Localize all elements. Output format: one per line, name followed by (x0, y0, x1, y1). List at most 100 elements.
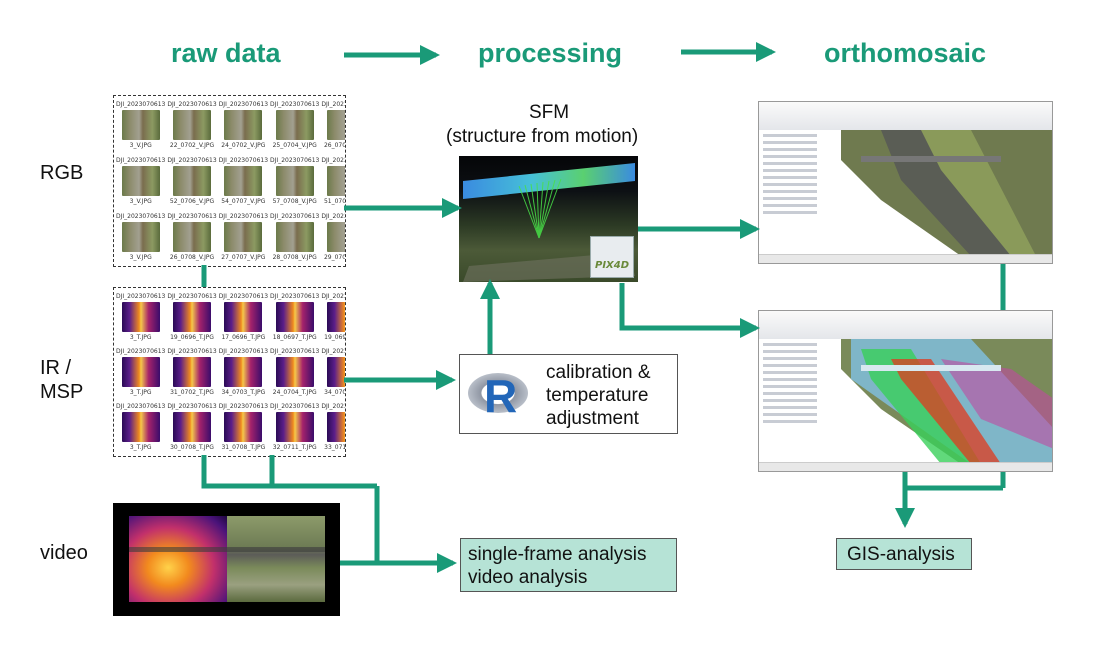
label-rgb: RGB (40, 162, 84, 184)
rgb-thumbnail-filename: 52_0706_V.JPG (169, 198, 215, 205)
ir-thumbnail-filename: 18_0697_T.JPG (272, 333, 317, 341)
ir-thumbnail-filename: 17_0696_T.JPG (221, 333, 266, 341)
calibration-line3: adjustment (546, 408, 639, 429)
rgb-thumbnail-prefix: DJI_2023070613 (116, 213, 166, 220)
ir-thumbnail-image (224, 301, 263, 332)
rgb-thumbnail-filename: 26_0705_V.JPG (323, 142, 346, 149)
rgb-thumbnail-filename: 28_0708_V.JPG (272, 254, 317, 261)
rgb-thumbnail: DJI_2023070613 29_0709_V.JPG (321, 210, 346, 264)
rgb-thumbnail-image (121, 166, 160, 196)
video-thermal-half (129, 516, 227, 602)
rgb-thumbnail-image (173, 222, 212, 252)
ir-thumbnail-prefix: DJI_2023070613 (270, 403, 320, 411)
ir-thumbnail: DJI_202307061333_0712_T.JPG (321, 401, 345, 454)
ortho-ir-sidebar (759, 339, 822, 463)
rgb-thumbnail: DJI_2023070613 22_0702_V.JPG (167, 98, 216, 152)
pix4d-logo-text: PIX4D (594, 260, 630, 271)
rgb-thumbnail-image (275, 166, 314, 196)
header-processing: processing (478, 38, 623, 68)
ir-thumbnail-image (275, 356, 314, 387)
analysis-box: single-frame analysis video analysis (460, 538, 677, 592)
ortho-rgb-statusbar (759, 254, 1052, 263)
rgb-thumbnail-image (173, 166, 212, 196)
sfm-title: SFM (529, 102, 570, 123)
ortho-rgb-window (758, 101, 1053, 264)
ir-thumbnail-prefix: DJI_2023070613 (218, 292, 269, 300)
rgb-thumbnail-prefix: DJI_2023070613 (116, 101, 166, 108)
ir-thumbnail-filename: 3_T.JPG (129, 333, 152, 341)
ir-thumbnail-prefix: DJI_2023070613 (321, 347, 345, 355)
label-ir-line1: IR / (40, 357, 72, 379)
ir-thumbnail-image (121, 356, 160, 387)
ir-thumbnail-prefix: DJI_2023070613 (116, 347, 166, 355)
ir-thumbnail-image (327, 412, 345, 443)
rgb-thumbnail-image (173, 110, 212, 140)
rgb-thumbnail-image (121, 222, 160, 252)
label-ir-line2: MSP (40, 381, 84, 403)
video-frame (113, 503, 340, 616)
rgb-thumbnail-filename: 26_0708_V.JPG (169, 254, 215, 261)
ir-thumbnail-image (121, 301, 160, 332)
rgb-thumbnail-filename: 29_0709_V.JPG (323, 254, 346, 261)
ir-thumbnail-image (121, 412, 160, 443)
analysis-line2: video analysis (468, 567, 588, 588)
ir-thumbnail-image (173, 356, 212, 387)
rgb-thumbnail-prefix: DJI_2023070613 (218, 101, 269, 108)
ortho-ir-ribbon (759, 311, 1052, 340)
rgb-thumbnail-image (327, 110, 345, 140)
rgb-thumbnail-image (275, 110, 314, 140)
rgb-thumbnail-filename: 27_0707_V.JPG (221, 254, 266, 261)
ir-thumbnail-prefix: DJI_2023070613 (218, 403, 269, 411)
rgb-thumbnail-prefix: DJI_2023070613 (167, 101, 217, 108)
ir-thumbnail-image (275, 412, 314, 443)
ir-thumbnail-prefix: DJI_2023070613 (218, 347, 269, 355)
rgb-thumbnail-image (275, 222, 314, 252)
ir-thumbnail-prefix: DJI_2023070613 (167, 347, 217, 355)
ir-thumbnail: DJI_2023070613 34_0703_T.JPG (219, 345, 268, 398)
header-raw-data: raw data (171, 38, 281, 68)
rgb-thumbnail-prefix: DJI_2023070613 (321, 213, 345, 220)
rgb-thumbnail: DJI_2023070613 24_0702_V.JPG (219, 98, 268, 152)
ortho-rgb-map-graphic (821, 130, 1052, 256)
ir-thumbnail-image (173, 412, 212, 443)
rgb-thumbnail-filename: 22_0702_V.JPG (169, 142, 215, 149)
rgb-thumbnail-prefix: DJI_2023070613 (116, 157, 166, 164)
video-bridge (129, 547, 325, 552)
ir-thumbnail-filename: 3_T.JPG (129, 444, 152, 452)
ir-thumbnail-prefix: DJI_2023070613 (167, 403, 217, 411)
rgb-thumbnail-image (224, 222, 263, 252)
rgb-thumbnail-prefix: DJI_2023070613 (167, 157, 217, 164)
rgb-thumbnail-filename: 24_0702_V.JPG (221, 142, 266, 149)
ir-thumbnail-prefix: DJI_2023070613 (321, 403, 345, 411)
ortho-ir-map (821, 339, 1052, 464)
ir-thumbnail-filename: 30_0708_T.JPG (170, 444, 214, 452)
ir-thumbnail-image (327, 356, 345, 387)
ir-thumbnail-prefix: DJI_2023070613 (116, 292, 166, 300)
rgb-thumbnail-prefix: DJI_2023070613 (270, 101, 320, 108)
rgb-thumbnail-image (327, 166, 345, 196)
sfm-pointcloud-image: PIX4D (459, 156, 638, 282)
label-video: video (40, 542, 88, 564)
rgb-thumbnail-prefix: DJI_2023070613 (218, 157, 269, 164)
ir-thumbnail-filename: 34_0703_T.JPG (221, 388, 266, 396)
header-orthomosaic: orthomosaic (824, 38, 987, 68)
